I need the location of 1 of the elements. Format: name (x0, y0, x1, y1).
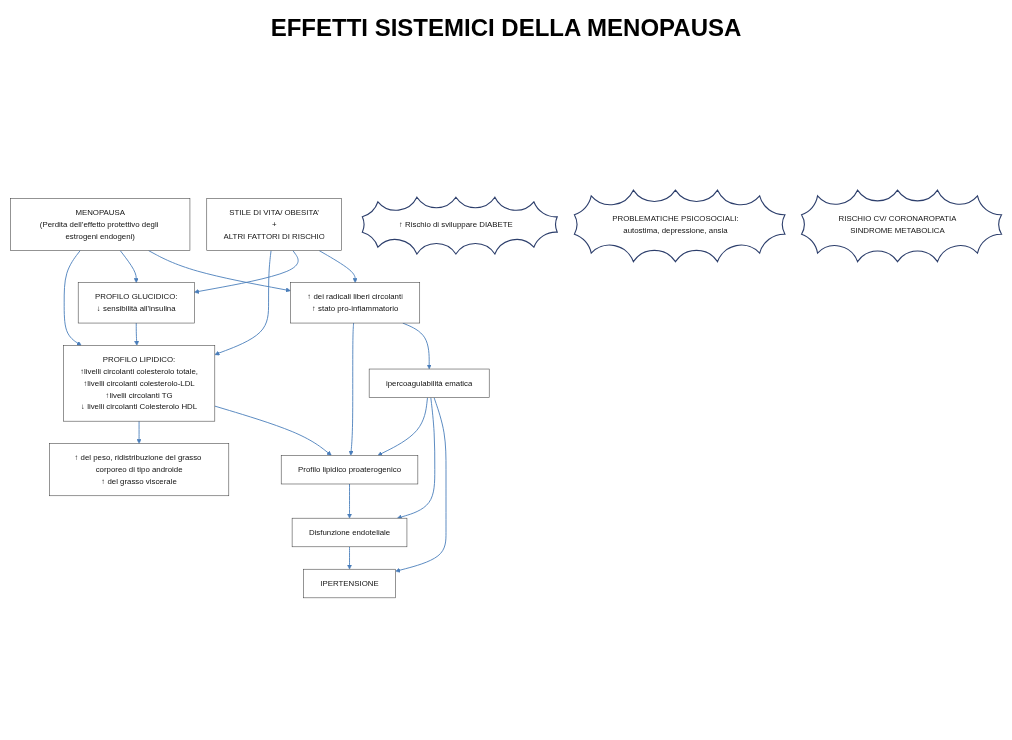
diagram-title: EFFETTI SISTEMICI DELLA MENOPAUSA (270, 14, 742, 42)
